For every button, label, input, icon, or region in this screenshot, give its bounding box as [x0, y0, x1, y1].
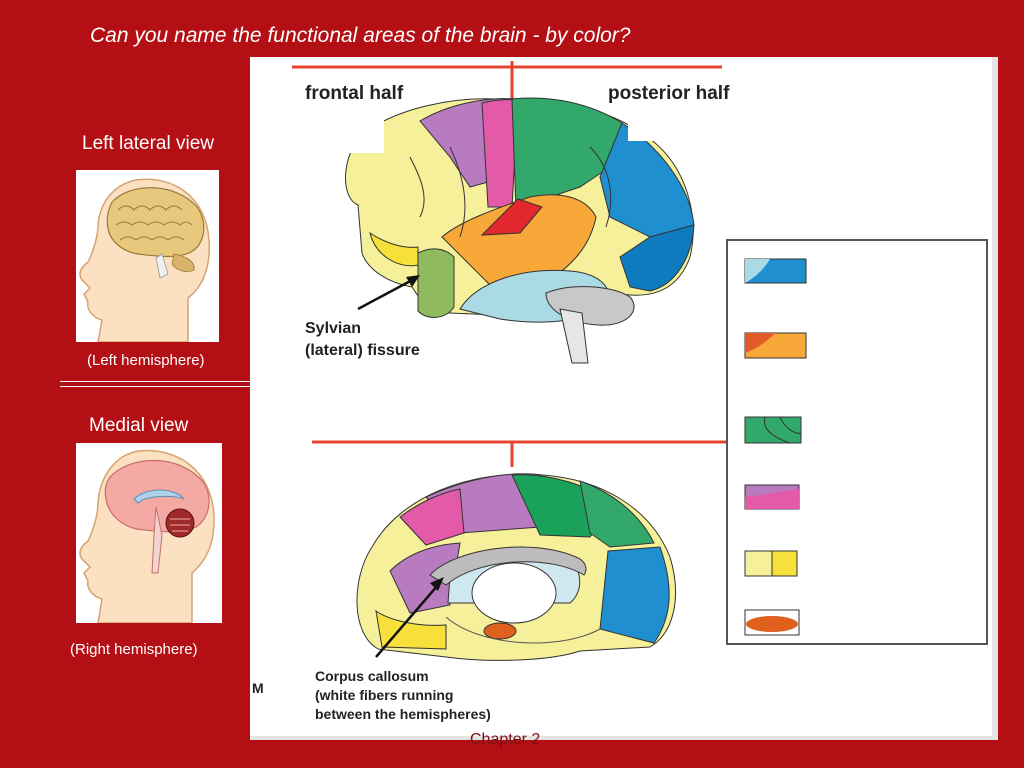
medial-view-label: Medial view	[89, 415, 189, 436]
legend-answers-mask	[828, 257, 978, 631]
medial-divider-bracket	[312, 440, 726, 467]
left-hemisphere-caption: (Left hemisphere)	[87, 352, 205, 369]
legend-swatch-green	[744, 416, 802, 444]
sylvian-label-line1: Sylvian	[305, 320, 361, 337]
hidden-label-mask-2	[628, 109, 750, 141]
brain-diagram-panel: frontal half posterior half Sylvian (lat…	[250, 57, 998, 740]
legend-swatch-orange	[744, 332, 807, 359]
posterior-half-label: posterior half	[608, 83, 730, 104]
left-edge-text-fragment: M	[252, 680, 264, 696]
sylvian-label-line2: (lateral) fissure	[305, 342, 420, 359]
chapter-footer: Chapter 2	[470, 731, 541, 748]
frontal-half-label: frontal half	[305, 83, 404, 104]
legend-swatch-purple	[744, 484, 800, 510]
medial-head-thumbnail	[76, 443, 222, 624]
legend-swatch-yellow	[744, 550, 798, 577]
legend-swatch-corpus	[744, 609, 800, 636]
slide-title: Can you name the functional areas of the…	[90, 24, 631, 47]
medial-brain-diagram	[356, 473, 676, 661]
corpus-callosum-arrow	[375, 577, 444, 658]
left-lateral-view-label: Left lateral view	[82, 133, 215, 154]
corpus-callosum-line1: Corpus callosum	[315, 668, 429, 684]
sylvian-arrow	[357, 275, 420, 311]
hidden-label-mask-1	[282, 115, 384, 153]
corpus-callosum-line2: (white fibers running	[315, 687, 453, 703]
hemisphere-divider-bracket	[292, 61, 722, 99]
corpus-callosum-line3: between the hemispheres)	[315, 706, 491, 722]
lateral-brain-diagram	[345, 97, 695, 364]
legend-swatch-blue	[744, 258, 807, 284]
right-hemisphere-caption: (Right hemisphere)	[70, 641, 198, 658]
lateral-head-thumbnail	[76, 170, 219, 343]
